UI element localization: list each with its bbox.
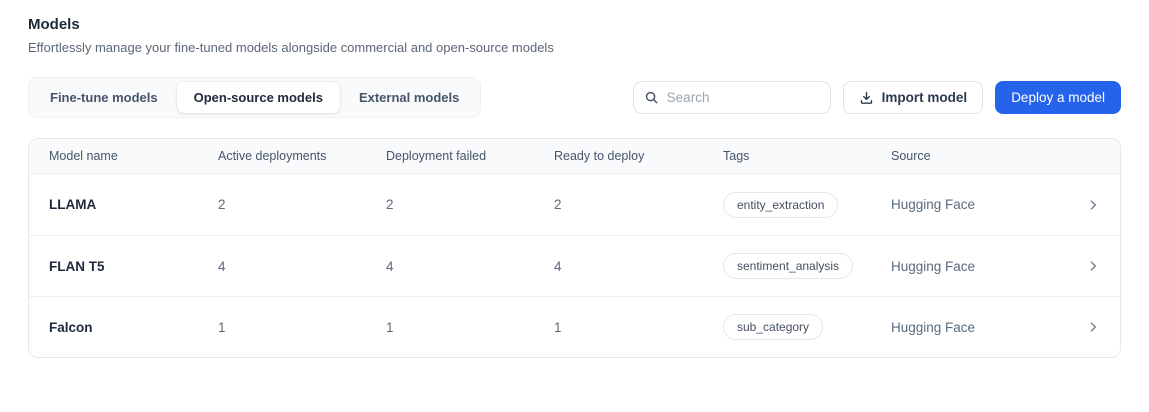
chevron-right-icon[interactable]: [1086, 259, 1100, 273]
table-row[interactable]: FLAN T5 4 4 4 sentiment_analysis Hugging…: [29, 235, 1120, 296]
ready-to-deploy-value: 4: [554, 258, 562, 274]
column-header-ready-to-deploy: Ready to deploy: [554, 149, 645, 163]
model-name: FLAN T5: [49, 258, 105, 274]
tag-badge: sentiment_analysis: [723, 253, 854, 279]
deployment-failed-value: 4: [386, 258, 394, 274]
deploy-model-label: Deploy a model: [1011, 90, 1105, 105]
ready-to-deploy-value: 1: [554, 319, 562, 335]
models-table: Model name Active deployments Deployment…: [28, 138, 1121, 358]
tag-badge: entity_extraction: [723, 191, 839, 218]
deployment-failed-value: 2: [386, 197, 394, 212]
table-header-row: Model name Active deployments Deployment…: [29, 139, 1120, 174]
toolbar-actions: Import model Deploy a model: [632, 81, 1121, 114]
model-name: Falcon: [49, 319, 93, 335]
column-header-tags: Tags: [723, 149, 750, 163]
tag-badge: sub_category: [723, 314, 824, 340]
toolbar: Fine-tune models Open-source models Exte…: [28, 77, 1121, 118]
search-icon: [644, 90, 659, 105]
active-deployments-value: 2: [218, 197, 226, 212]
active-deployments-value: 1: [218, 319, 226, 335]
model-type-tabs: Fine-tune models Open-source models Exte…: [28, 77, 482, 118]
source-value: Hugging Face: [891, 258, 976, 274]
chevron-right-icon[interactable]: [1086, 320, 1100, 334]
import-model-label: Import model: [881, 90, 968, 105]
column-header-active-deployments: Active deployments: [218, 149, 327, 163]
page-subtitle: Effortlessly manage your fine-tuned mode…: [28, 40, 554, 55]
tab-fine-tune-models[interactable]: Fine-tune models: [33, 82, 175, 113]
download-icon: [859, 90, 874, 105]
tab-external-models[interactable]: External models: [342, 82, 476, 113]
tab-open-source-models[interactable]: Open-source models: [176, 82, 340, 113]
page-title: Models: [28, 16, 80, 33]
deployment-failed-value: 1: [386, 319, 394, 335]
model-name: LLAMA: [49, 197, 97, 212]
search-box: [632, 81, 831, 114]
table-row[interactable]: LLAMA 2 2 2 entity_extraction Hugging Fa…: [29, 174, 1120, 235]
active-deployments-value: 4: [218, 258, 226, 274]
import-model-button[interactable]: Import model: [842, 81, 984, 114]
column-header-model-name: Model name: [49, 149, 118, 163]
models-page: Models Effortlessly manage your fine-tun…: [28, 16, 1121, 358]
ready-to-deploy-value: 2: [554, 197, 562, 212]
column-header-source: Source: [891, 149, 931, 163]
source-value: Hugging Face: [891, 319, 976, 335]
chevron-right-icon[interactable]: [1086, 198, 1100, 212]
source-value: Hugging Face: [891, 197, 976, 212]
column-header-deployment-failed: Deployment failed: [386, 149, 487, 163]
table-row[interactable]: Falcon 1 1 1 sub_category Hugging Face: [29, 296, 1120, 357]
search-input[interactable]: [666, 90, 820, 105]
deploy-model-button[interactable]: Deploy a model: [995, 81, 1121, 114]
